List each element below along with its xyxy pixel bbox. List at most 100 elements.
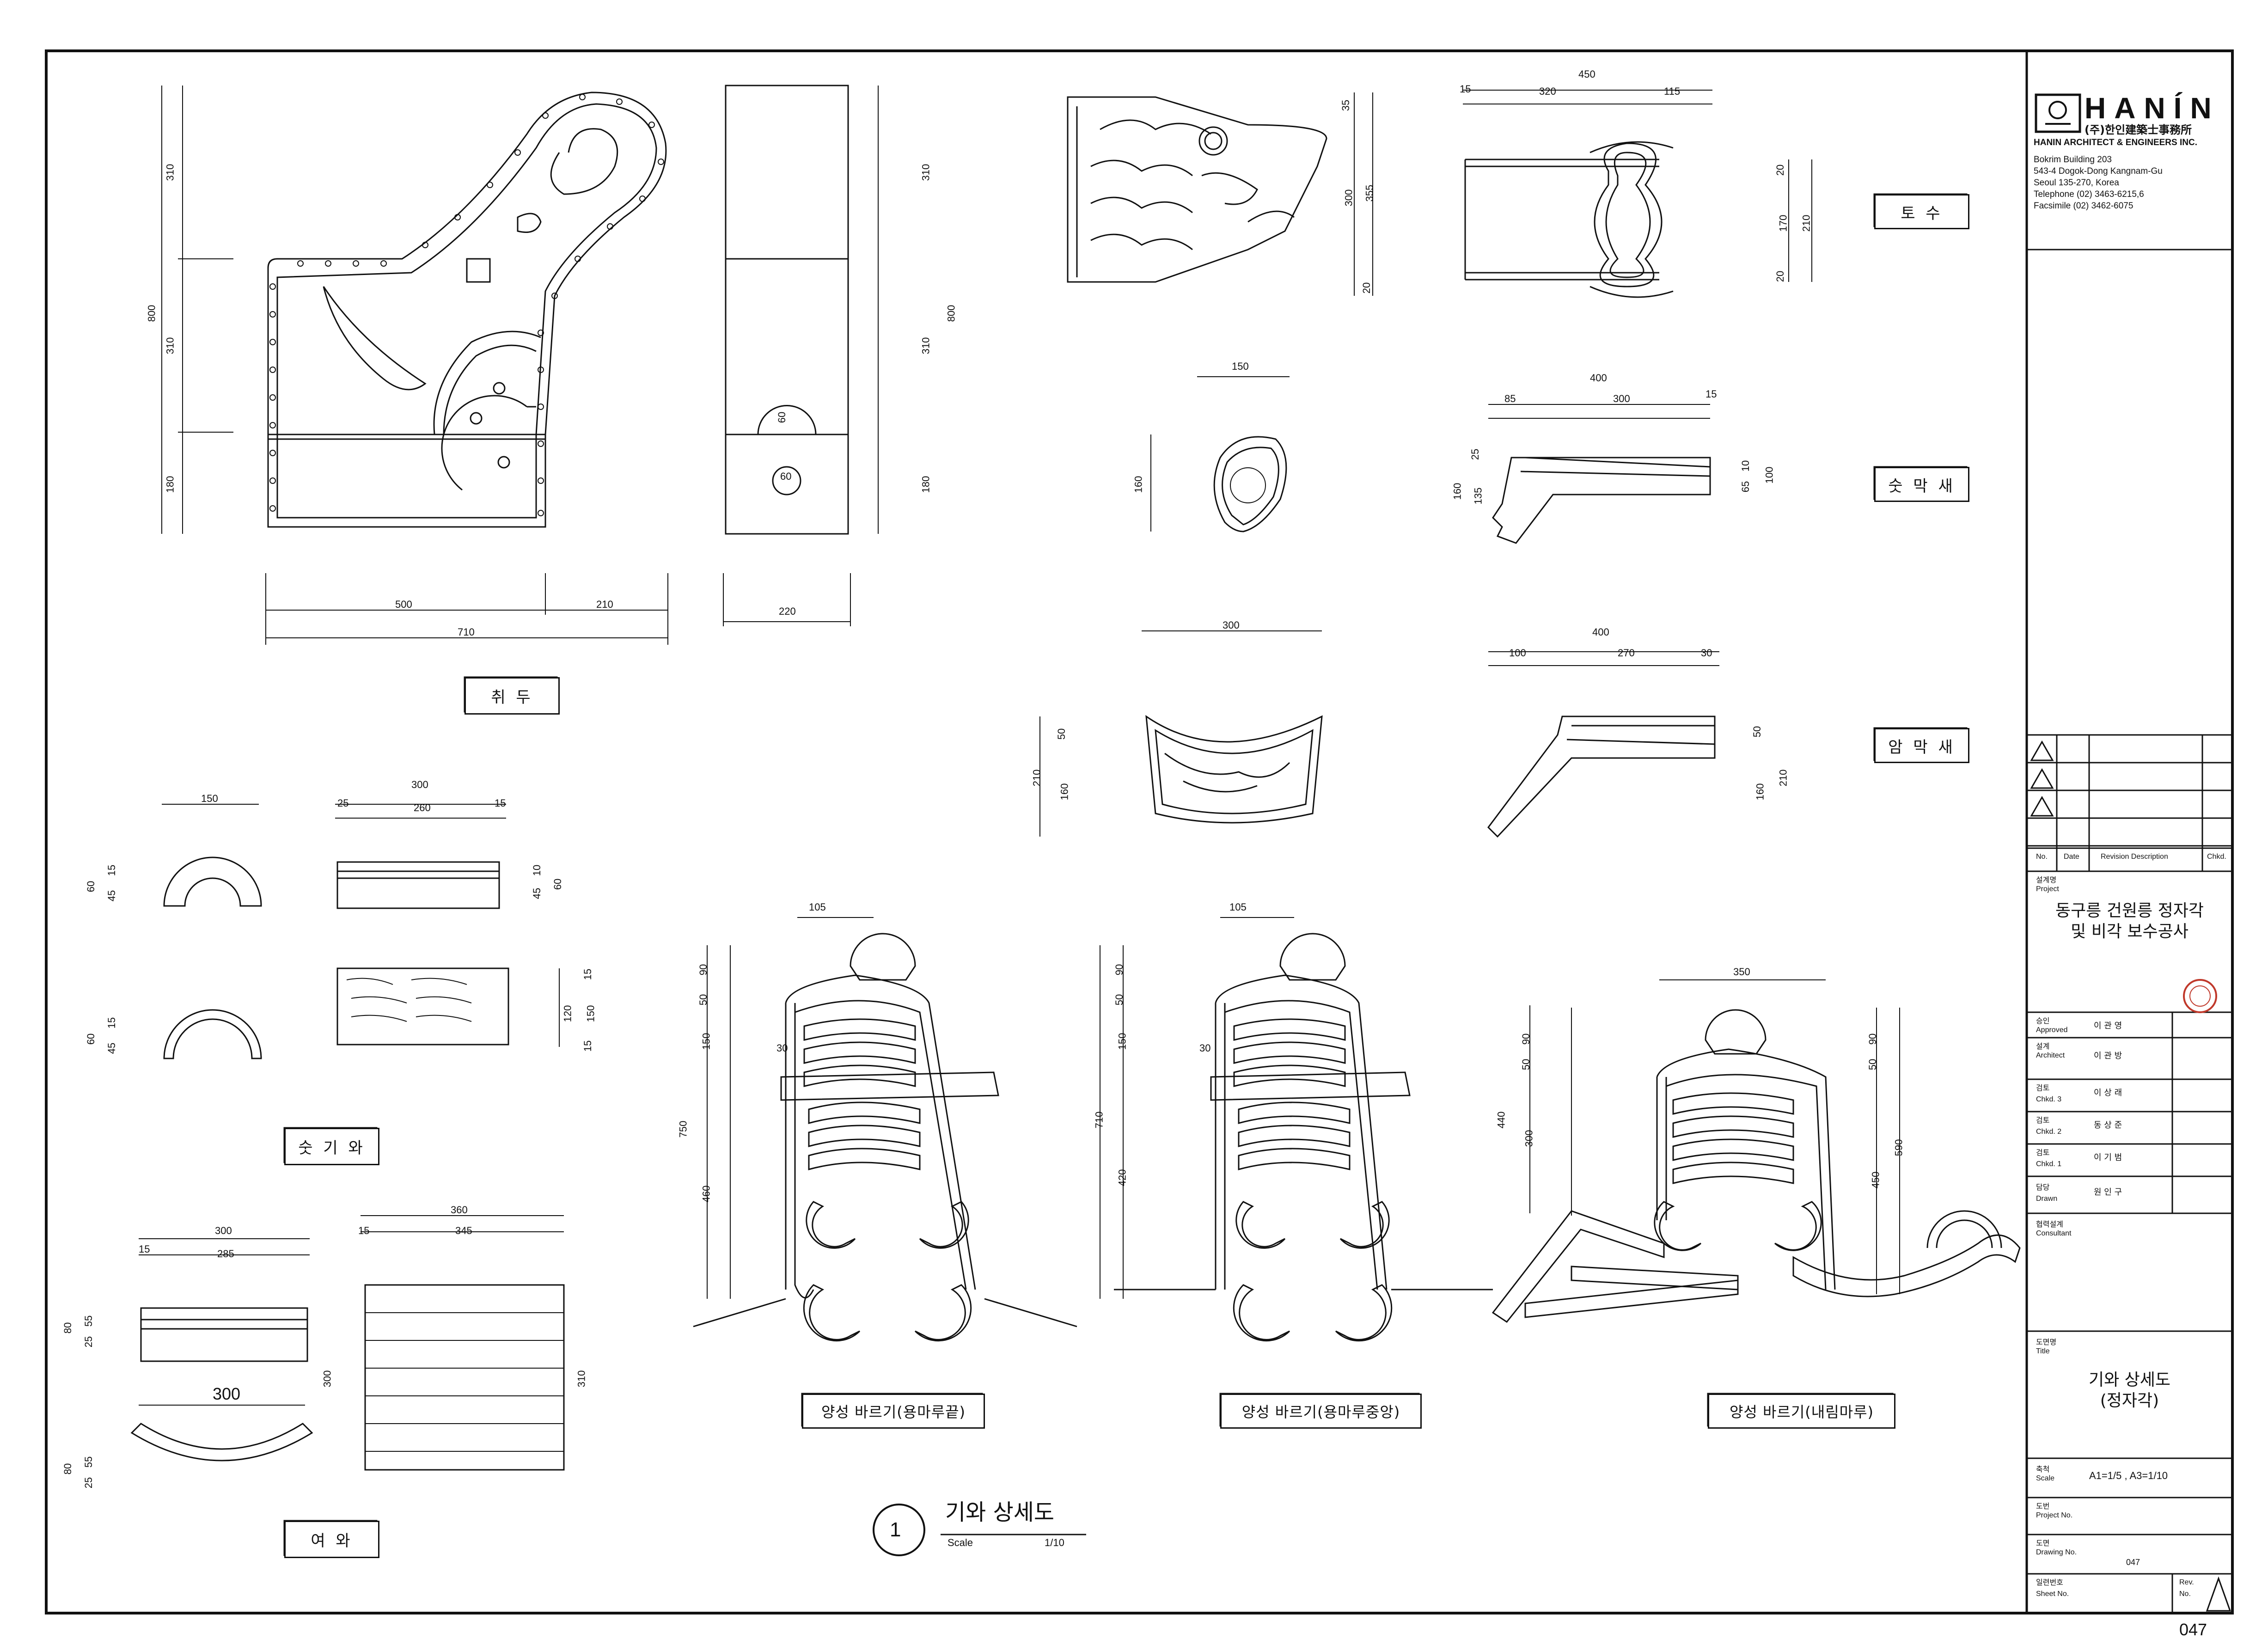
dim-ammaksae-l3: 30 bbox=[1701, 647, 1712, 659]
firm-phone: Telephone (02) 3463-6215,6 bbox=[2034, 190, 2144, 199]
dim-sutgiwa-len-total: 300 bbox=[411, 779, 428, 790]
project-name-2: 및 비각 보수공사 bbox=[2071, 922, 2189, 941]
dim-tosu-w1: 320 bbox=[1539, 86, 1556, 97]
dim-yeowa-len-total: 300 bbox=[215, 1225, 232, 1236]
rev-header-date: Date bbox=[2064, 853, 2079, 861]
dim-sutgiwa-c: 60 bbox=[85, 881, 97, 893]
label-yangseong-center: 양성 바르기(용마루중앙) bbox=[1220, 1394, 1422, 1429]
dim-ammaksae-a: 50 bbox=[1056, 728, 1068, 740]
dim-yang-naerim-total: 440 bbox=[1495, 1111, 1507, 1129]
label-ammaksae: 암 막 새 bbox=[1874, 728, 1969, 763]
dim-sutgiwa-top-b: 120 bbox=[562, 1005, 574, 1022]
dim-ammaksae-l1: 100 bbox=[1509, 647, 1526, 659]
dim-sutgiwa-a: 15 bbox=[106, 864, 118, 876]
rev-label: Rev. bbox=[2179, 1578, 2194, 1586]
dim-yang-naerim-b: 50 bbox=[1520, 1058, 1532, 1070]
chkd2-person: 동 상 준 bbox=[2094, 1120, 2122, 1130]
dim-tosu-c: 355 bbox=[1363, 184, 1375, 202]
dim-sutgiwa-s-c: 60 bbox=[85, 1033, 97, 1045]
chkd2-label-en: Chkd. 2 bbox=[2036, 1128, 2062, 1136]
chkd1-label-en: Chkd. 1 bbox=[2036, 1160, 2062, 1168]
label-yeowa: 여 와 bbox=[284, 1521, 379, 1558]
dim-tosu-p4: 20 bbox=[1774, 270, 1786, 282]
dim-sutgiwa-d: 10 bbox=[531, 864, 543, 876]
dim-ammaksae-e: 160 bbox=[1754, 783, 1766, 801]
dim-sutgiwa-s-b: 45 bbox=[106, 1042, 118, 1054]
consultant-label-ko: 협력설계 bbox=[2036, 1220, 2063, 1229]
dim-yang-end-d: 30 bbox=[776, 1042, 788, 1054]
dim-yeowa-a: 25 bbox=[83, 1336, 95, 1348]
dim-chwidu-h2: 210 bbox=[596, 599, 613, 610]
dim-ammaksae-l2: 270 bbox=[1618, 647, 1635, 659]
dim-yang-end-c: 150 bbox=[700, 1033, 712, 1050]
dim-ammaksae-len-total: 400 bbox=[1592, 626, 1609, 638]
approved-label-en: Approved bbox=[2036, 1026, 2068, 1034]
dim-sutgiwa-w: 150 bbox=[201, 793, 218, 804]
rev-no-label: No. bbox=[2179, 1590, 2191, 1598]
dim-tosu-p2: 170 bbox=[1777, 214, 1789, 232]
rev-header-checked: Chkd. bbox=[2207, 853, 2226, 861]
chkd3-label-en: Chkd. 3 bbox=[2036, 1095, 2062, 1103]
sheet-no-label-ko: 일련번호 bbox=[2036, 1578, 2063, 1587]
dim-yang-end-e: 460 bbox=[700, 1185, 712, 1203]
chkd2-label-ko: 검토 bbox=[2036, 1116, 2050, 1125]
drawing-no-value: 047 bbox=[2126, 1558, 2140, 1567]
dim-sutgiwa-l3: 15 bbox=[495, 797, 506, 809]
dim-sutmaksae-l1: 85 bbox=[1504, 393, 1516, 404]
dim-chwidu-side-w: 220 bbox=[779, 605, 796, 617]
dim-yang-center-b: 50 bbox=[1113, 994, 1125, 1006]
dim-yang-center-total: 710 bbox=[1093, 1111, 1105, 1129]
dim-tosu-a: 35 bbox=[1340, 99, 1352, 111]
dim-sutgiwa-l1: 25 bbox=[337, 797, 349, 809]
dim-yeowa-p2: 345 bbox=[455, 1225, 472, 1236]
scale-label-en: Scale bbox=[2036, 1474, 2055, 1482]
dim-sutgiwa-l2: 260 bbox=[414, 802, 431, 813]
scale-value: A1=1/5 , A3=1/10 bbox=[2089, 1470, 2168, 1481]
project-no-label-en: Project No. bbox=[2036, 1511, 2073, 1519]
chkd3-label-ko: 검토 bbox=[2036, 1083, 2050, 1092]
dim-ammaksae-d: 50 bbox=[1751, 726, 1763, 738]
dim-chwidu-side-v1: 310 bbox=[920, 164, 932, 181]
rev-header-description: Revision Description bbox=[2101, 853, 2168, 861]
title-label-ko: 도면명 bbox=[2036, 1338, 2057, 1346]
dim-yang-center-c: 150 bbox=[1116, 1033, 1128, 1050]
dim-sutmaksae-d: 10 bbox=[1740, 460, 1752, 472]
dim-sutmaksae-e: 65 bbox=[1740, 481, 1752, 493]
sheet-title-2: (정자각) bbox=[2100, 1391, 2159, 1410]
dim-yang-end-total: 750 bbox=[677, 1120, 689, 1138]
caption-scale-label: Scale bbox=[948, 1537, 973, 1548]
rev-header-no: No. bbox=[2036, 853, 2048, 861]
dim-ammaksae-c: 210 bbox=[1031, 769, 1043, 787]
title-label-en: Title bbox=[2036, 1347, 2050, 1355]
firm-address-3: Seoul 135-270, Korea bbox=[2034, 178, 2119, 188]
dim-chwidu-total-h: 710 bbox=[458, 626, 475, 638]
dim-yang-center-a: 90 bbox=[1113, 964, 1125, 976]
architect-label-en: Architect bbox=[2036, 1052, 2065, 1059]
dim-yeowa-p1: 15 bbox=[358, 1225, 370, 1236]
firm-logo-text: HANÍN bbox=[2085, 92, 2220, 125]
chkd1-person: 이 기 범 bbox=[2094, 1153, 2122, 1162]
dim-chwidu-side-v3: 180 bbox=[920, 476, 932, 493]
architect-label-ko: 설계 bbox=[2036, 1042, 2050, 1051]
chkd1-label-ko: 검토 bbox=[2036, 1148, 2050, 1157]
dim-chwidu-v1: 310 bbox=[164, 164, 176, 181]
label-yangseong-naerim: 양성 바르기(내림마루) bbox=[1708, 1394, 1895, 1429]
project-no-label-ko: 도번 bbox=[2036, 1502, 2050, 1510]
dim-yeowa-arc-w: 300 bbox=[213, 1384, 241, 1403]
dim-chwidu-h1: 500 bbox=[395, 599, 412, 610]
dim-sutmaksae-a: 25 bbox=[1469, 448, 1481, 460]
dim-yang-naerim-d: 90 bbox=[1867, 1033, 1879, 1045]
dim-yang-end-b: 50 bbox=[697, 994, 709, 1006]
caption-title: 기와 상세도 bbox=[945, 1499, 1055, 1525]
dim-yang-naerim-f: 450 bbox=[1870, 1171, 1882, 1189]
label-tosu: 토 수 bbox=[1874, 194, 1969, 229]
dim-yeowa-s-c: 80 bbox=[62, 1463, 74, 1475]
dim-sutmaksae-l2: 300 bbox=[1613, 393, 1630, 404]
dim-yeowa-plan-total: 360 bbox=[451, 1204, 468, 1216]
label-yangseong-end: 양성 바르기(용마루끝) bbox=[802, 1394, 985, 1429]
firm-address-1: Bokrim Building 203 bbox=[2034, 155, 2112, 165]
dim-sutmaksae-b: 135 bbox=[1472, 487, 1484, 505]
drawn-label-ko: 담당 bbox=[2036, 1183, 2050, 1192]
dim-yeowa-pv2: 310 bbox=[575, 1370, 587, 1388]
